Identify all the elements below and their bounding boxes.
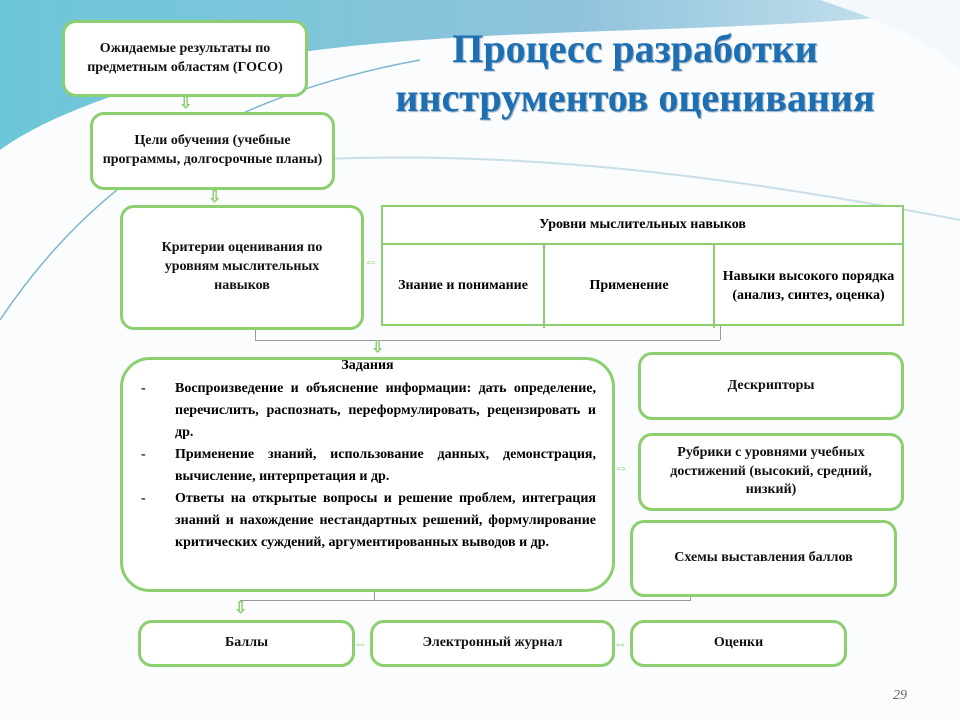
criteria-box: Критерии оценивания по уровням мыслитель… xyxy=(120,205,364,330)
grades-box: Оценки xyxy=(630,620,847,667)
title-line-1: Процесс разработки xyxy=(452,26,818,71)
learning-goals-box: Цели обучения (учебные программы, долгос… xyxy=(90,112,335,190)
connector-line xyxy=(720,326,721,340)
down-arrow-icon: ⇩ xyxy=(234,600,248,617)
table-header: Уровни мыслительных навыков xyxy=(383,207,902,245)
connector-line xyxy=(374,592,375,600)
table-cell: Применение xyxy=(545,245,715,328)
tasks-title: Задания xyxy=(341,358,394,373)
double-arrow-icon: ⇔ xyxy=(354,636,367,651)
double-arrow-icon: ⇔ xyxy=(614,636,627,651)
list-item: -Применение знаний, использование данных… xyxy=(141,447,596,484)
down-arrow-icon: ⇩ xyxy=(371,339,385,356)
table-cell: Знание и понимание xyxy=(383,245,545,328)
descriptors-box: Дескрипторы xyxy=(638,352,904,420)
connector-line xyxy=(690,597,691,601)
page-number: 29 xyxy=(893,688,907,703)
down-arrow-icon: ⇩ xyxy=(208,189,222,206)
scoring-schemes-box: Схемы выставления баллов xyxy=(630,520,897,597)
connector-line xyxy=(240,600,690,601)
list-item: -Ответы на открытые вопросы и решение пр… xyxy=(141,491,596,550)
list-item: -Воспроизведение и объяснение информации… xyxy=(141,381,596,440)
connector-line xyxy=(255,340,720,341)
thinking-levels-table: Уровни мыслительных навыков Знание и пон… xyxy=(381,205,904,328)
rubrics-box: Рубрики с уровнями учебных достижений (в… xyxy=(638,433,904,511)
down-arrow-icon: ⇩ xyxy=(179,95,193,112)
double-arrow-icon: ⇔ xyxy=(614,461,628,476)
double-arrow-icon: ⇔ xyxy=(364,255,378,270)
slide-title: Процесс разработки инструментов оцениван… xyxy=(360,24,910,122)
tasks-box: Задания -Воспроизведение и объяснение ин… xyxy=(120,357,615,592)
connector-line xyxy=(255,330,256,340)
title-line-2: инструментов оценивания xyxy=(395,75,875,120)
points-box: Баллы xyxy=(138,620,355,667)
table-cell: Навыки высокого порядка (анализ, синтез,… xyxy=(722,268,895,303)
tasks-list: -Воспроизведение и объяснение информации… xyxy=(137,378,596,554)
expected-results-box: Ожидаемые результаты по предметным облас… xyxy=(62,20,308,97)
electronic-journal-box: Электронный журнал xyxy=(370,620,615,667)
